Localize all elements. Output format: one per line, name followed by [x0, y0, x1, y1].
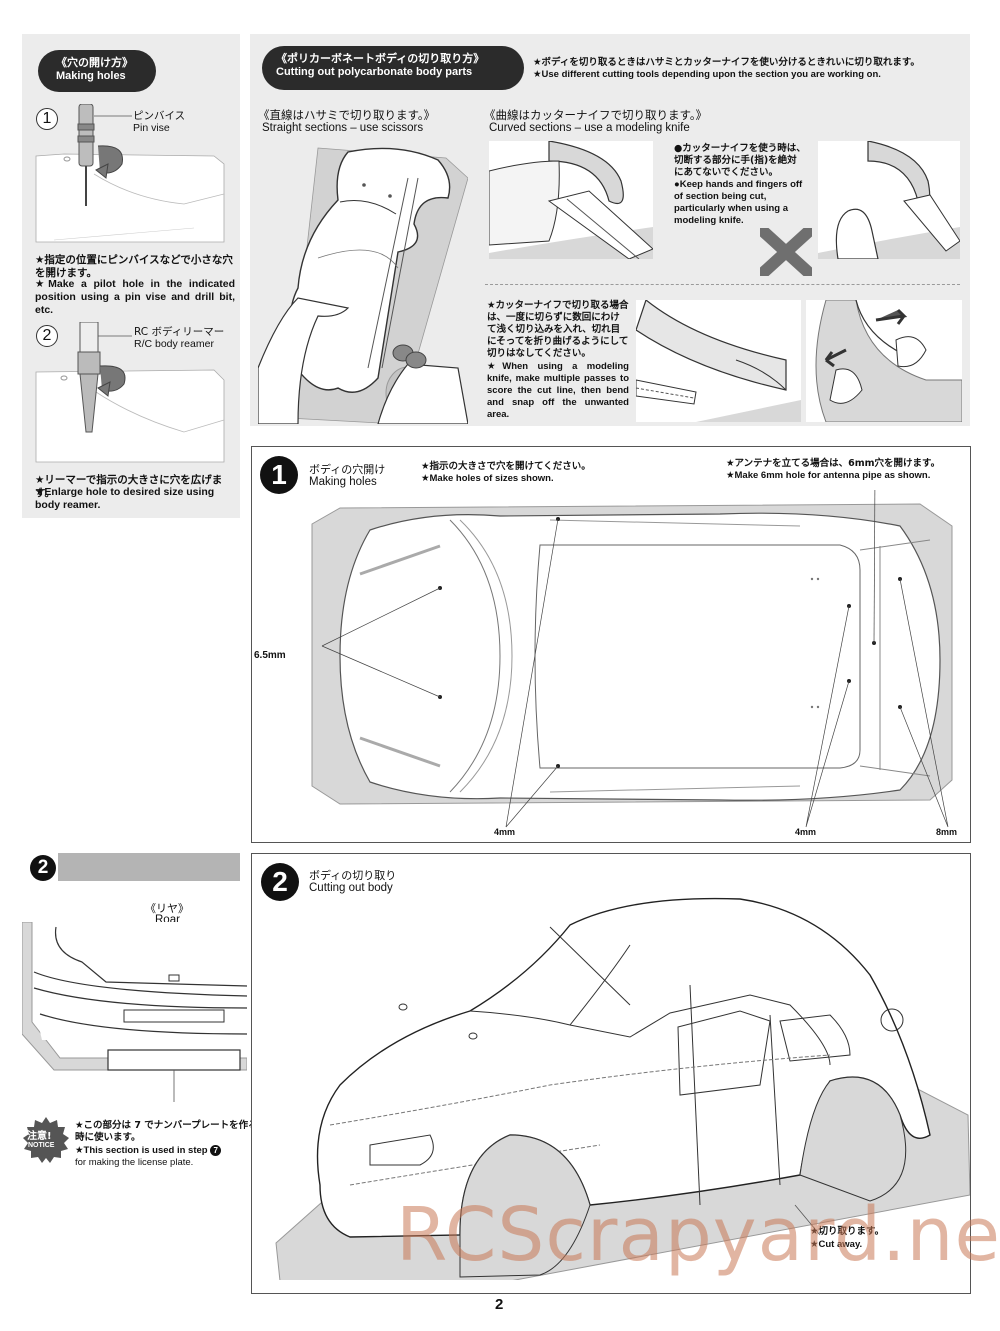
rear-label-jp: 《リヤ》 [145, 902, 189, 915]
straight-title-en: Straight sections – use scissors [262, 122, 424, 134]
step1-badge: 1 [260, 456, 298, 494]
knife-warning-jp: ●カッターナイフを使う時は、切断する部分に手(指)を絶対にあてないでください。 [674, 143, 806, 178]
step1-title-jp: ボディの穴開け [309, 463, 386, 476]
watermark: RCScrapyard.net [396, 1192, 1000, 1278]
step1-note-jp: ★指定の位置にピンバイスなどで小さな穴を開けます。 [35, 254, 233, 280]
step1-note-en: ★Make a pilot hole in the indicated posi… [35, 278, 235, 317]
making-holes-title-jp: 《穴の開け方》 [56, 56, 133, 69]
notice-en-text: ★This section is used in step [75, 1145, 208, 1156]
notice-step-badge: 7 [210, 1145, 222, 1156]
notice-badge-jp: 注意! [27, 1131, 52, 1142]
curved-title-en: Curved sections – use a modeling knife [489, 122, 690, 134]
hole-label-8mm: 8mm [936, 827, 958, 837]
antenna-note-jp: ★アンテナを立てる場合は、6mm穴を開けます。 [726, 458, 941, 469]
making-holes-title: 《穴の開け方》 Making holes [38, 50, 156, 92]
page-number: 2 [495, 1296, 504, 1313]
step1-note-jp: ★指示の大きさで穴を開けてください。 [421, 461, 591, 472]
bend-snap-illustration [806, 300, 962, 422]
step2-title-en: Cutting out body [309, 882, 393, 894]
scissors-illustration [258, 147, 468, 424]
notice-en-line2: for making the license plate. [75, 1157, 194, 1168]
cutting-intro-en: ★Use different cutting tools depending u… [533, 69, 881, 80]
step-number-2: 2 [36, 325, 58, 347]
notice-en-line1: ★This section is used in step 7 [75, 1145, 222, 1157]
straight-title-jp: 《直線はハサミで切り取ります。》 [258, 108, 436, 122]
knife-wrong-illustration [818, 141, 960, 259]
reamer-label-en: R/C body reamer [134, 338, 214, 350]
knife-correct-illustration [489, 141, 653, 259]
making-holes-title-en: Making holes [56, 69, 126, 82]
pin-vise-illustration [35, 104, 225, 243]
cutting-title-en: Cutting out polycarbonate body parts [276, 65, 473, 78]
hole-label-6-5mm: 6.5mm [254, 650, 286, 661]
step-number-1: 1 [36, 108, 58, 130]
cut-away-jp: ★切り取ります。 [810, 1226, 885, 1237]
reamer-label-jp: RC ボディリーマー [134, 326, 225, 338]
knife-warning-en: ●Keep hands and fingers off of section b… [674, 179, 803, 226]
notice-badge-en: NOTICE [28, 1142, 55, 1149]
cut-away-en: ★Cut away. [810, 1239, 863, 1250]
curved-title-jp: 《曲線はカッターナイフで切り取ります。》 [484, 108, 708, 122]
hole-label-4mm-front: 4mm [494, 827, 516, 837]
cutting-divider [485, 284, 960, 285]
pin-vise-label-en: Pin vise [133, 122, 170, 134]
wrong-x-icon [760, 228, 812, 276]
rear-view-illustration [22, 922, 247, 1102]
hole-label-4mm-rear: 4mm [795, 827, 817, 837]
pin-vise-label-jp: ピンバイス [133, 110, 186, 122]
knife-score-illustration [636, 300, 801, 422]
notice-jp: ★この部分は 7 でナンバープレートを作る時に使います。 [75, 1120, 258, 1143]
step1-title-en: Making holes [309, 476, 377, 488]
step2-badge: 2 [261, 863, 299, 901]
cutting-intro-jp: ★ボディを切り取るときはハサミとカッターナイフを使い分けるときれいに切り取れます… [533, 57, 920, 68]
side-view-body-illustration [275, 897, 970, 1280]
step2-side-badge: 2 [30, 855, 56, 881]
antenna-note-en: ★Make 6mm hole for antenna pipe as shown… [726, 470, 931, 481]
knife-note-jp: ★カッターナイフで切り取る場合は、一度に切らずに数回にわけて浅く切り込みを入れ、… [487, 300, 629, 359]
step2-note-en: ★Enlarge hole to desired size using body… [35, 486, 215, 512]
knife-note-en: ★When using a modeling knife, make multi… [487, 361, 629, 420]
step2-title-jp: ボディの切り取り [309, 869, 397, 882]
step2-side-header-bar [58, 853, 240, 881]
step2-note-jp: ★リーマーで指示の大きさに穴を広げます。 [35, 474, 223, 500]
step1-note-en: ★Make holes of sizes shown. [421, 473, 554, 484]
reamer-illustration [35, 322, 225, 463]
notice-badge-icon [23, 1117, 69, 1163]
cutting-title: 《ポリカーボネートボディの切り取り方》 Cutting out polycarb… [262, 46, 524, 90]
top-view-body-illustration [311, 490, 953, 828]
cutting-title-jp: 《ポリカーボネートボディの切り取り方》 [276, 52, 485, 65]
